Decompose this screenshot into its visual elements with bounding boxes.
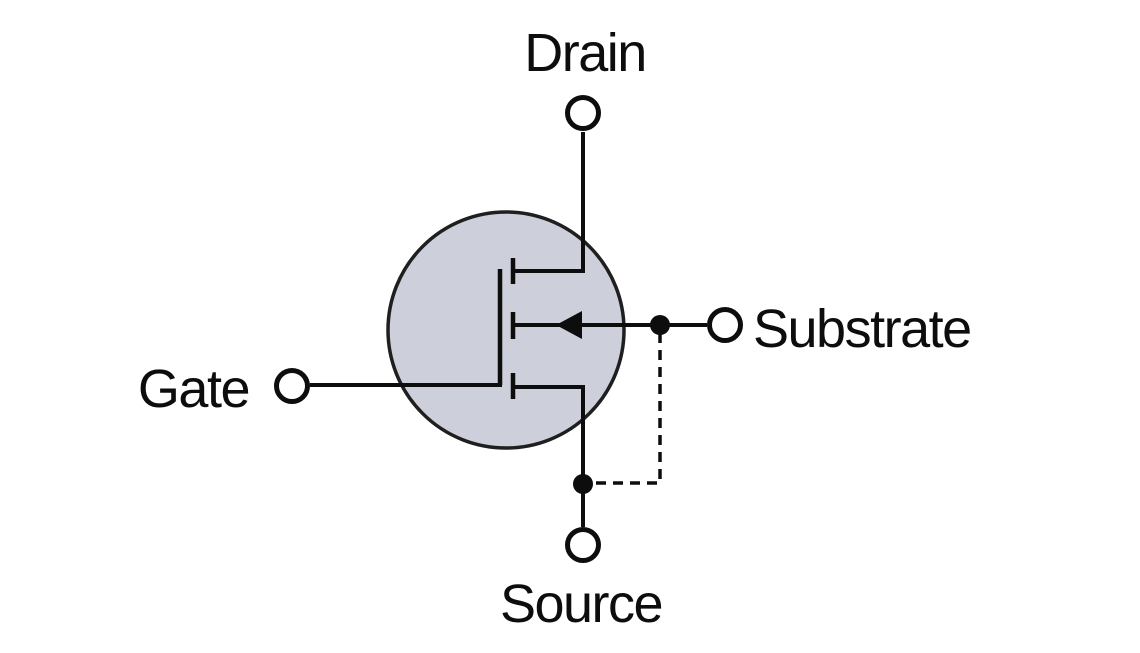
terminal-circles bbox=[274, 95, 743, 563]
source-label: Source bbox=[500, 574, 662, 634]
gate-terminal bbox=[274, 368, 310, 404]
substrate-junction-dot bbox=[650, 315, 670, 335]
transistor-body-circle bbox=[386, 210, 626, 450]
substrate-source-dashed-tie bbox=[596, 333, 662, 485]
solid-marks bbox=[556, 311, 670, 494]
drain-lead-wire bbox=[513, 132, 585, 273]
gate-label: Gate bbox=[138, 359, 249, 419]
drain-terminal bbox=[565, 95, 601, 131]
terminal-labels: Drain Gate Source Substrate bbox=[138, 23, 972, 634]
drain-label: Drain bbox=[524, 23, 646, 83]
source-terminal bbox=[565, 527, 601, 563]
source-junction-dot bbox=[573, 474, 593, 494]
lead-wires bbox=[310, 132, 707, 527]
body-arrowhead bbox=[556, 311, 582, 339]
substrate-terminal bbox=[707, 307, 743, 343]
substrate-label: Substrate bbox=[753, 299, 971, 359]
